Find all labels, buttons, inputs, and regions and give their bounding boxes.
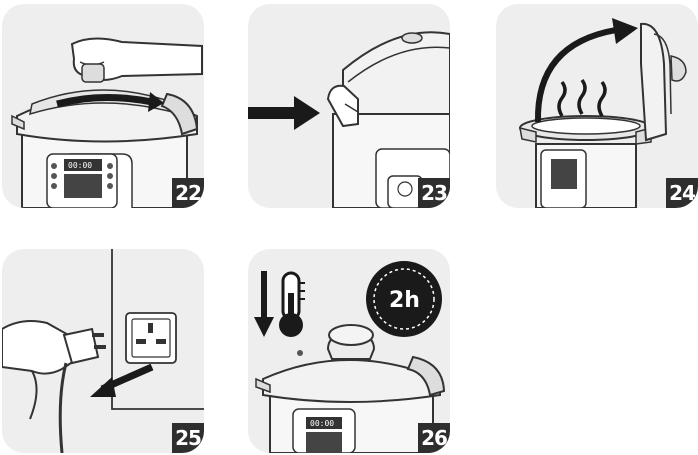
latch	[326, 84, 359, 128]
step-26-illustration: 2h 00:00	[254, 261, 446, 453]
step-26-panel: 2h 00:00 26	[248, 249, 450, 453]
down-arrow-icon	[261, 271, 267, 321]
display-screen	[64, 159, 102, 171]
rotate-arrow	[56, 94, 153, 108]
power-cord	[58, 362, 68, 453]
step-22-panel: 00:00 22	[2, 4, 204, 208]
push-arrow	[248, 107, 296, 119]
step-number-badge: 23	[418, 178, 450, 208]
display-digits: 00:00	[68, 161, 92, 170]
step-25-panel: 25	[2, 249, 204, 453]
plug	[62, 327, 100, 365]
step-22-illustration: 00:00	[11, 37, 203, 208]
step-24-panel: 24	[496, 4, 698, 208]
step-25-illustration	[2, 249, 204, 453]
display-screen	[306, 417, 342, 429]
step-24-illustration	[519, 18, 687, 208]
steam-icon	[557, 80, 567, 117]
display-digits: 00:00	[310, 419, 334, 428]
step-number-badge: 26	[418, 423, 450, 453]
wall-corner	[111, 249, 204, 410]
open-lid	[640, 22, 668, 142]
timer-label: 2h	[389, 288, 420, 313]
step-number-badge: 22	[172, 178, 204, 208]
step-number-badge: 25	[172, 423, 204, 453]
lid	[262, 359, 441, 403]
open-arrow	[534, 27, 617, 123]
step-23-panel: 23	[248, 4, 450, 208]
step-number-badge: 24	[666, 178, 698, 208]
